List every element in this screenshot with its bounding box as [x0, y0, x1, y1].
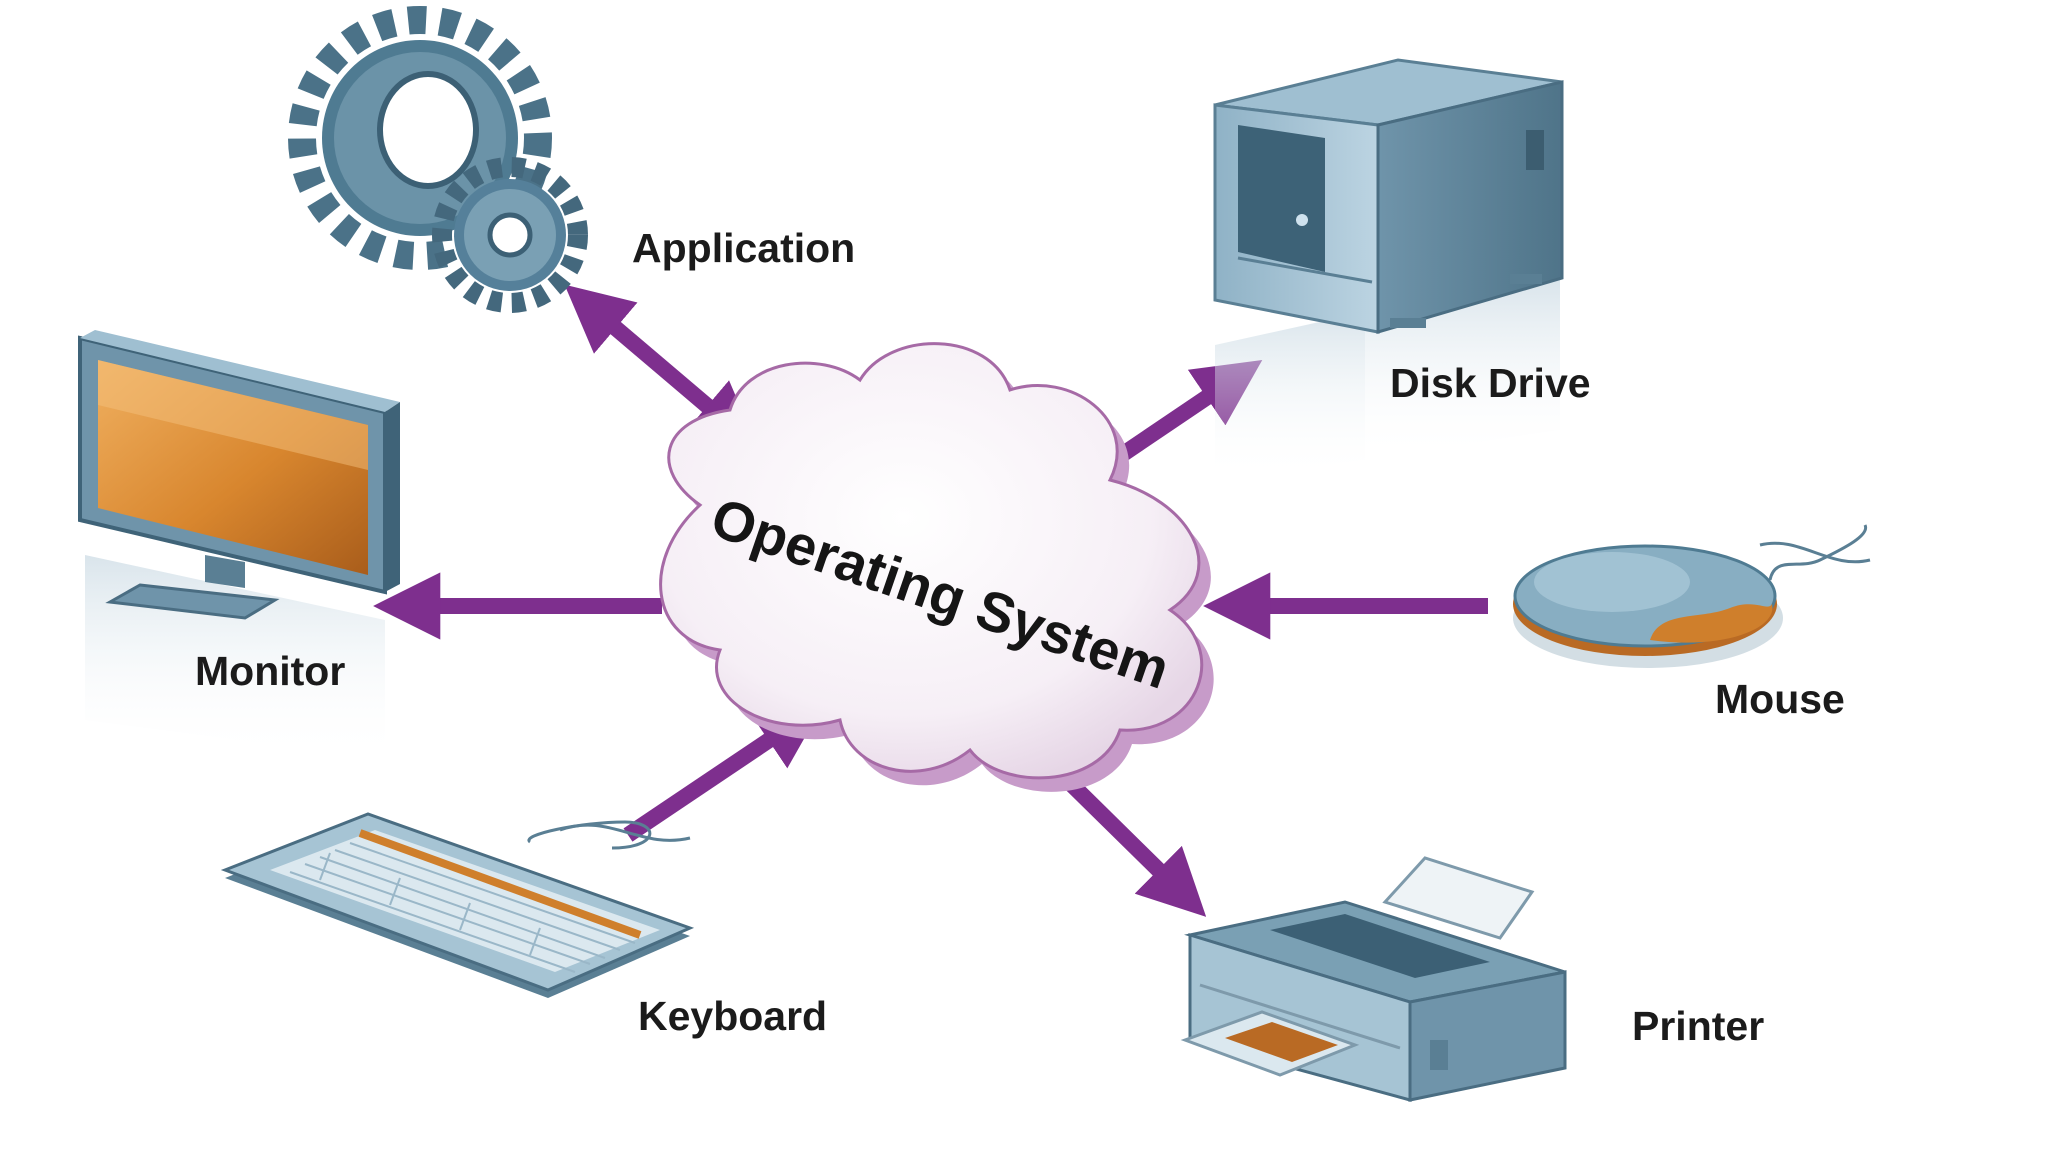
mouse-node: Mouse [1513, 524, 1871, 722]
application-label: Application [632, 225, 855, 271]
disk-drive-node: Disk Drive [1213, 58, 1591, 480]
keyboard-node: Keyboard [220, 812, 827, 1039]
keyboard-label: Keyboard [638, 993, 827, 1039]
disk-drive-label: Disk Drive [1390, 360, 1591, 406]
keyboard-icon [220, 812, 695, 998]
mouse-label: Mouse [1715, 676, 1845, 722]
printer-icon [1180, 856, 1567, 1102]
gears-icon [288, 6, 588, 313]
printer-node: Printer [1180, 856, 1764, 1102]
application-node: Application [288, 6, 855, 313]
printer-label: Printer [1632, 1003, 1764, 1049]
mouse-icon [1513, 524, 1871, 668]
monitor-node: Monitor [78, 330, 400, 760]
arrow-printer [1056, 769, 1207, 917]
monitor-icon [78, 330, 400, 760]
computer-tower-icon [1213, 58, 1564, 480]
cloud-shape [659, 342, 1204, 780]
monitor-label: Monitor [195, 648, 345, 694]
operating-system-cloud: Operating System [659, 342, 1214, 792]
connection-arrows [373, 284, 1488, 917]
arrow-keyboard [623, 703, 825, 842]
arrow-application [564, 284, 759, 450]
